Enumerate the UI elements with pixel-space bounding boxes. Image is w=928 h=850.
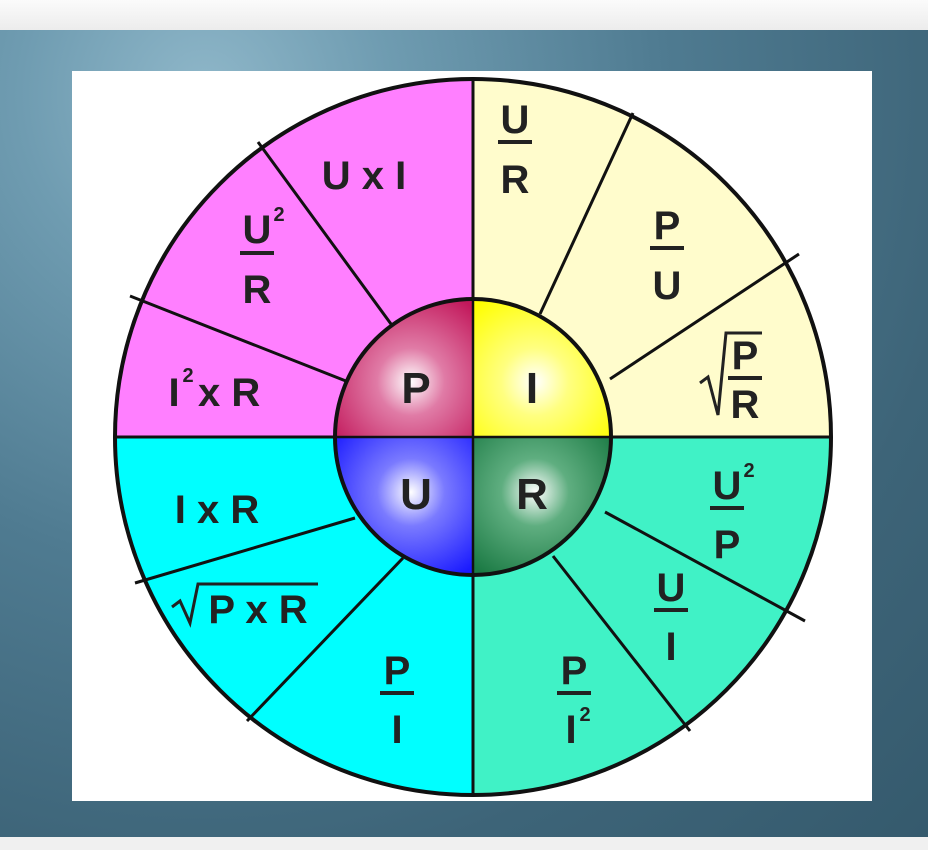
- hub-label-current: I: [526, 364, 538, 413]
- formula-p-over-i: P I: [380, 649, 414, 752]
- sqrt-icon: [171, 582, 318, 628]
- formula-u2-over-r: U 2 R: [240, 204, 285, 312]
- formula-sqrt-p-times-r: P x R: [171, 582, 318, 632]
- divider-line: [256, 141, 393, 325]
- fraction-numerator: P: [561, 649, 588, 693]
- divider-line: [129, 294, 352, 385]
- superscript: 2: [743, 460, 754, 482]
- fraction-denominator: I: [565, 708, 576, 752]
- fraction-numerator: P: [732, 334, 759, 378]
- formula-rest: x R: [198, 371, 260, 415]
- superscript: 2: [273, 204, 284, 226]
- hub-label-resistance: R: [516, 470, 548, 519]
- formula-u-over-i: U I: [654, 566, 688, 669]
- divider-line: [538, 112, 635, 315]
- fraction-denominator: R: [731, 383, 760, 427]
- fraction-denominator: U: [653, 264, 682, 308]
- fraction-numerator: U: [501, 98, 530, 142]
- wheel-outline: [113, 77, 833, 797]
- formula-i2-times-r: I 2 x R: [168, 365, 260, 415]
- center-hub: P I U R: [333, 297, 613, 577]
- fraction-numerator: U: [657, 566, 686, 610]
- formula-p-over-i2: P I 2: [557, 649, 591, 752]
- hub-label-power: P: [401, 364, 430, 413]
- divider-line: [134, 516, 356, 585]
- formula-sqrt-p-over-r: P R: [699, 331, 762, 427]
- fraction-numerator: P: [384, 649, 411, 693]
- hub-power-segment: [335, 299, 473, 437]
- window-top-bar: [0, 0, 928, 31]
- formula-u2-over-p: U 2 P: [710, 460, 755, 567]
- formula-p-over-u: P U: [650, 204, 684, 308]
- bottom-strip: [0, 837, 928, 850]
- superscript: 2: [182, 365, 193, 387]
- fraction-numerator: P: [654, 204, 681, 248]
- divider-line: [551, 555, 692, 732]
- divider-line: [609, 252, 800, 381]
- fraction-denominator: I: [391, 708, 402, 752]
- fraction-denominator: R: [501, 158, 530, 202]
- divider-line: [604, 510, 806, 623]
- formula-u-times-i: U x I: [322, 154, 406, 198]
- formula-base: I: [168, 371, 179, 415]
- hub-resistance-segment: [473, 437, 611, 575]
- hub-label-voltage: U: [400, 470, 432, 519]
- fraction-denominator: P: [714, 523, 741, 567]
- ohms-law-wheel-card: P I U R U x I U 2 R I 2 x R U R P U P R …: [72, 71, 872, 801]
- formula-u-over-r: U R: [498, 98, 532, 202]
- hub-current-segment: [473, 299, 611, 437]
- divider-line: [245, 556, 405, 723]
- fraction-numerator: U: [243, 208, 272, 252]
- formula-radicand: P x R: [208, 588, 307, 632]
- ohms-law-wheel: P I U R U x I U 2 R I 2 x R U R P U P R …: [113, 77, 833, 797]
- superscript: 2: [579, 704, 590, 726]
- formula-i-times-r: I x R: [175, 488, 260, 532]
- fraction-numerator: U: [713, 464, 742, 508]
- sqrt-icon: [699, 331, 762, 416]
- fraction-denominator: R: [243, 268, 272, 312]
- hub-voltage-segment: [335, 437, 473, 575]
- fraction-denominator: I: [665, 625, 676, 669]
